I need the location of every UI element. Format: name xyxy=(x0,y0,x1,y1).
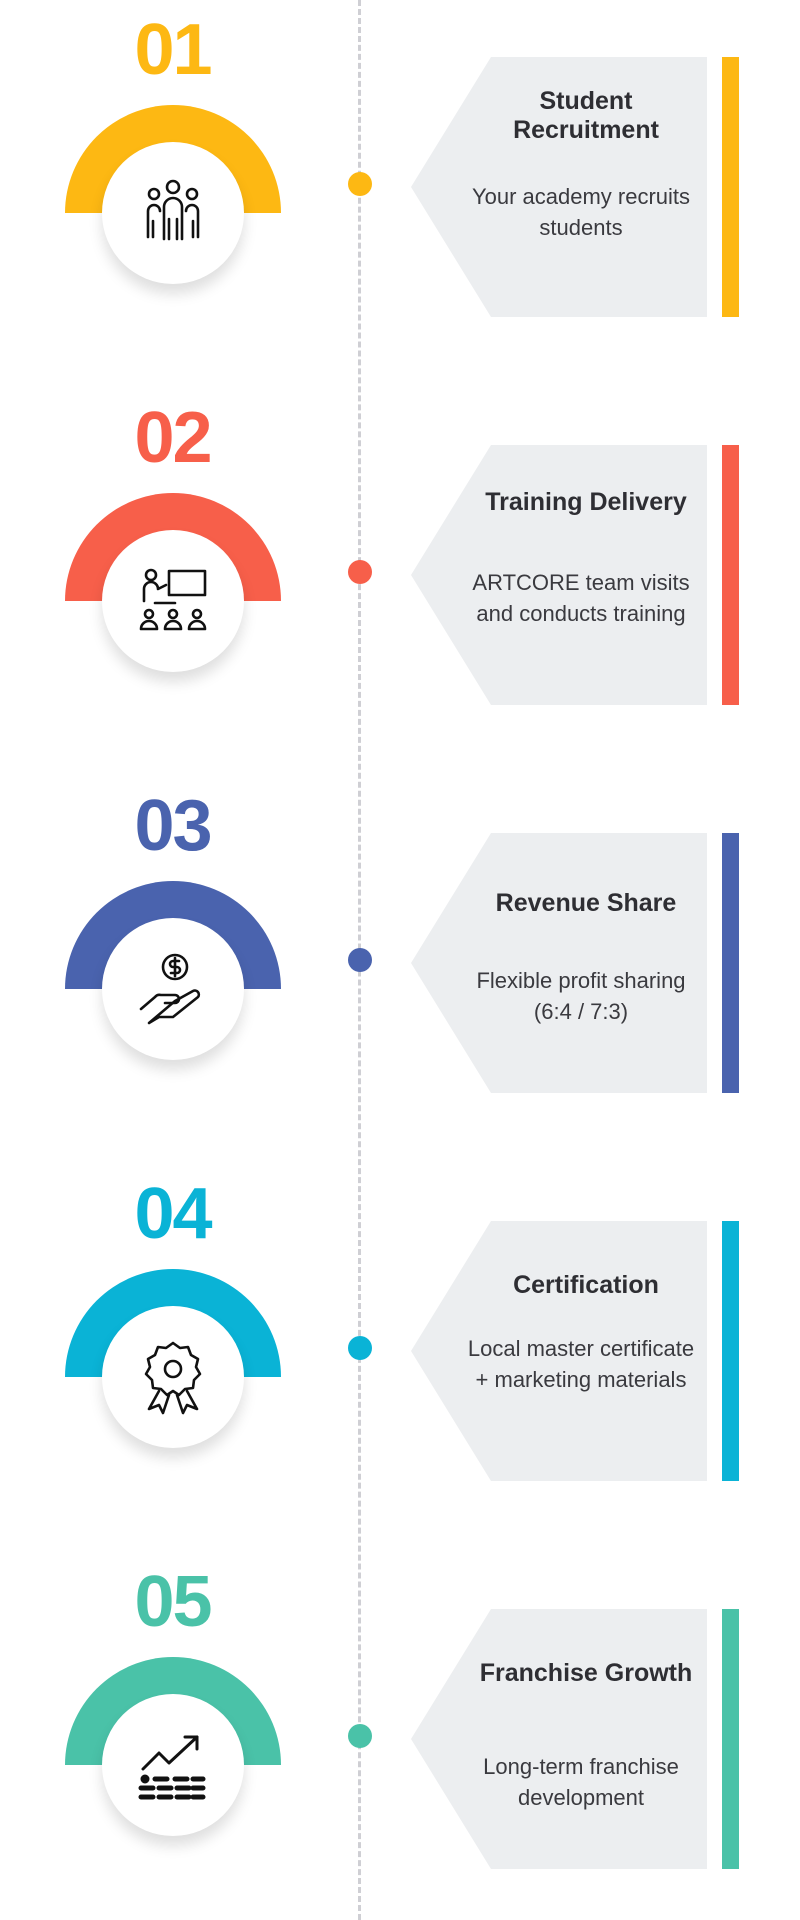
step-description: Your academy recruits students xyxy=(471,184,691,240)
icon-circle xyxy=(102,1306,244,1448)
step-3: 03 Revenue Share Flexible profit sharing… xyxy=(0,776,800,1106)
timeline-dot xyxy=(348,1724,372,1748)
award-badge-icon xyxy=(144,1341,202,1415)
accent-bar xyxy=(722,57,739,317)
accent-bar xyxy=(722,833,739,1093)
step-description: Flexible profit sharing (6:4 / 7:3) xyxy=(476,968,686,1024)
step-card: Franchise Growth Long-term franchise dev… xyxy=(411,1609,707,1869)
step-number: 04 xyxy=(134,1174,212,1254)
step-4: 04 Certification Local master certificat… xyxy=(0,1164,800,1494)
step-card: Student Recruitment Your academy recruit… xyxy=(411,57,707,317)
timeline-dot xyxy=(348,560,372,584)
accent-bar xyxy=(722,445,739,705)
hand-dollar-coin-icon xyxy=(139,953,201,1025)
icon-circle xyxy=(102,918,244,1060)
step-number: 05 xyxy=(134,1562,212,1642)
step-title: Student Recruitment xyxy=(513,87,659,144)
step-number: 02 xyxy=(134,398,212,478)
timeline-dot xyxy=(348,1336,372,1360)
step-card: Revenue Share Flexible profit sharing (6… xyxy=(411,833,707,1093)
step-2: 02 Training Delivery ARTCORE team visits… xyxy=(0,388,800,718)
step-5: 05 Franchise Growth Long-term franchise … xyxy=(0,1552,800,1882)
step-number: 03 xyxy=(134,786,212,866)
presentation-classroom-icon xyxy=(139,568,207,631)
step-number: 01 xyxy=(134,10,212,90)
step-1: 01 Student Recruitment Your academy recr… xyxy=(0,0,800,330)
timeline-dot xyxy=(348,948,372,972)
step-title: Revenue Share xyxy=(495,889,677,917)
growth-chart-icon xyxy=(138,1735,206,1800)
step-card: Training Delivery ARTCORE team visits an… xyxy=(411,445,707,705)
step-title: Training Delivery xyxy=(485,488,687,516)
icon-circle xyxy=(102,530,244,672)
step-title: Franchise Growth xyxy=(479,1659,693,1687)
accent-bar xyxy=(722,1609,739,1869)
step-card: Certification Local master certificate +… xyxy=(411,1221,707,1481)
icon-circle xyxy=(102,1694,244,1836)
step-description: ARTCORE team visits and conducts trainin… xyxy=(472,570,690,626)
accent-bar xyxy=(722,1221,739,1481)
icon-circle xyxy=(102,142,244,284)
people-group-icon xyxy=(146,179,200,241)
step-description: Long-term franchise development xyxy=(483,1754,679,1810)
step-description: Local master certificate + marketing mat… xyxy=(467,1336,695,1392)
timeline-dot xyxy=(348,172,372,196)
step-title: Certification xyxy=(513,1271,659,1299)
